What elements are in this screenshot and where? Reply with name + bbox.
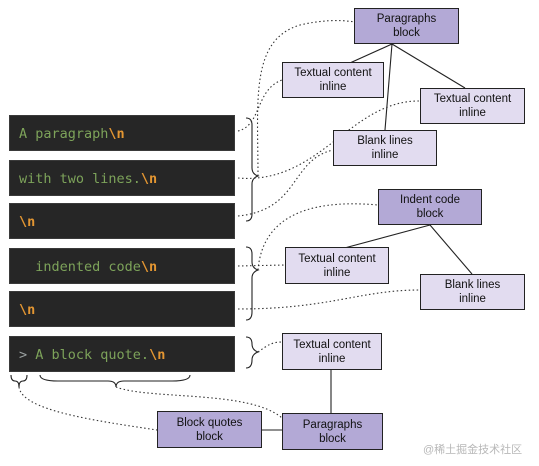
code-text: indented code [19, 259, 141, 275]
brace-quote-marker [10, 374, 28, 388]
newline-escape: \n [140, 171, 158, 187]
dotted-line1-textual [237, 79, 283, 132]
code-line-blank-1: \n [9, 203, 235, 239]
edge-paragraphs-textual2 [391, 43, 466, 89]
brace-indent-code [245, 246, 260, 321]
node-textual-content-3: Textual content inline [285, 247, 389, 284]
brace-quote-paragraph [245, 336, 260, 369]
code-line-indented: indented code\n [9, 248, 235, 284]
dotted-paragraphs-brace [256, 19, 356, 177]
dotted-quote-text-paragraphs [115, 386, 283, 419]
newline-escape: \n [19, 214, 36, 230]
code-line-quote: > A block quote.\n [9, 336, 235, 372]
dotted-quote-paragraph-brace [257, 341, 283, 353]
node-textual-content-1: Textual content inline [282, 62, 384, 98]
node-blank-lines-2: Blank lines inline [420, 274, 525, 310]
edge-indent-blank2 [429, 224, 473, 275]
newline-escape: \n [19, 302, 36, 318]
node-indent-code-block: Indent code block [378, 189, 482, 225]
code-line-paragraph-2: with two lines.\n [9, 160, 235, 196]
dotted-indent-textual [237, 264, 286, 267]
code-text: A paragraph [19, 126, 109, 142]
edge-paragraphs-blank1 [384, 43, 393, 131]
brace-paragraph [245, 117, 260, 222]
dotted-quote-marker-block [18, 386, 158, 431]
node-block-quotes-block: Block quotes block [157, 411, 262, 448]
node-paragraphs-block-bottom: Paragraphs block [282, 413, 383, 450]
newline-escape: \n [149, 347, 166, 363]
node-textual-content-4: Textual content inline [282, 333, 382, 370]
dotted-blank2-line [237, 289, 421, 310]
code-text: A block quote. [35, 347, 150, 363]
node-textual-content-2: Textual content inline [420, 88, 525, 124]
dotted-blank-line [237, 149, 334, 217]
watermark: @稀土掘金技术社区 [423, 444, 523, 456]
code-text: with two lines. [19, 171, 141, 187]
newline-escape: \n [108, 126, 125, 142]
node-paragraphs-block-top: Paragraphs block [354, 8, 459, 44]
node-blank-lines-1: Blank lines inline [333, 130, 437, 166]
dotted-indent-brace [257, 203, 379, 271]
quote-marker: > [19, 347, 36, 363]
code-line-blank-2: \n [9, 291, 235, 327]
code-line-paragraph-1: A paragraph\n [9, 115, 235, 151]
brace-quote-text [39, 374, 191, 388]
edge-indent-textual3 [336, 224, 431, 251]
newline-escape: \n [140, 259, 158, 275]
